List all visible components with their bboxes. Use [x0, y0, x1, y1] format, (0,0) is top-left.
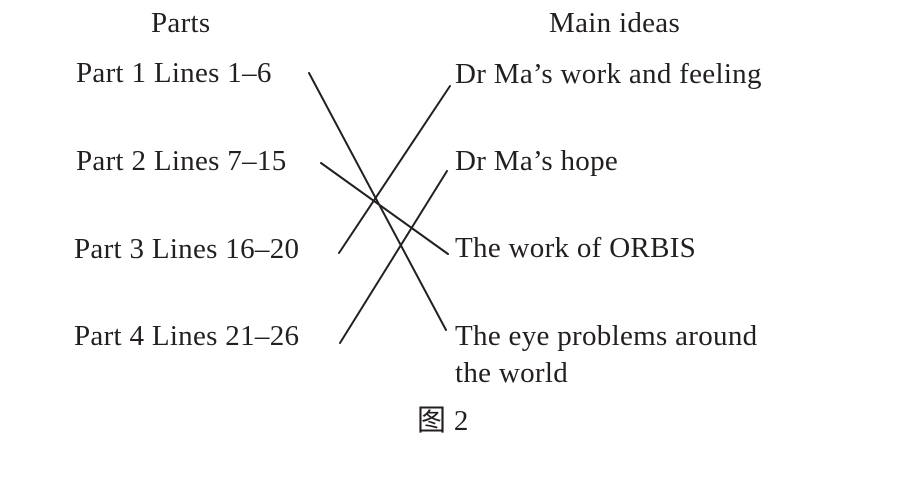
- part-1-label: Part 1 Lines 1–6: [76, 57, 272, 89]
- figure-caption: 图 2: [417, 405, 469, 437]
- parts-header: Parts: [151, 7, 211, 39]
- connector-part2-to-idea3: [320, 162, 449, 255]
- part-4-label: Part 4 Lines 21–26: [74, 320, 300, 352]
- connector-part3-to-idea1: [338, 85, 451, 254]
- idea-2-label: Dr Ma’s hope: [455, 145, 619, 177]
- idea-4-label-line1: The eye problems around: [455, 320, 758, 352]
- idea-3-label: The work of ORBIS: [455, 232, 697, 264]
- part-3-label: Part 3 Lines 16–20: [74, 233, 300, 265]
- connector-part4-to-idea2: [339, 170, 448, 344]
- connector-part1-to-idea4: [308, 72, 447, 331]
- idea-1-label: Dr Ma’s work and feeling: [455, 58, 762, 90]
- idea-4-label-line2: the world: [455, 357, 569, 389]
- part-2-label: Part 2 Lines 7–15: [76, 145, 287, 177]
- main-ideas-header: Main ideas: [549, 7, 681, 39]
